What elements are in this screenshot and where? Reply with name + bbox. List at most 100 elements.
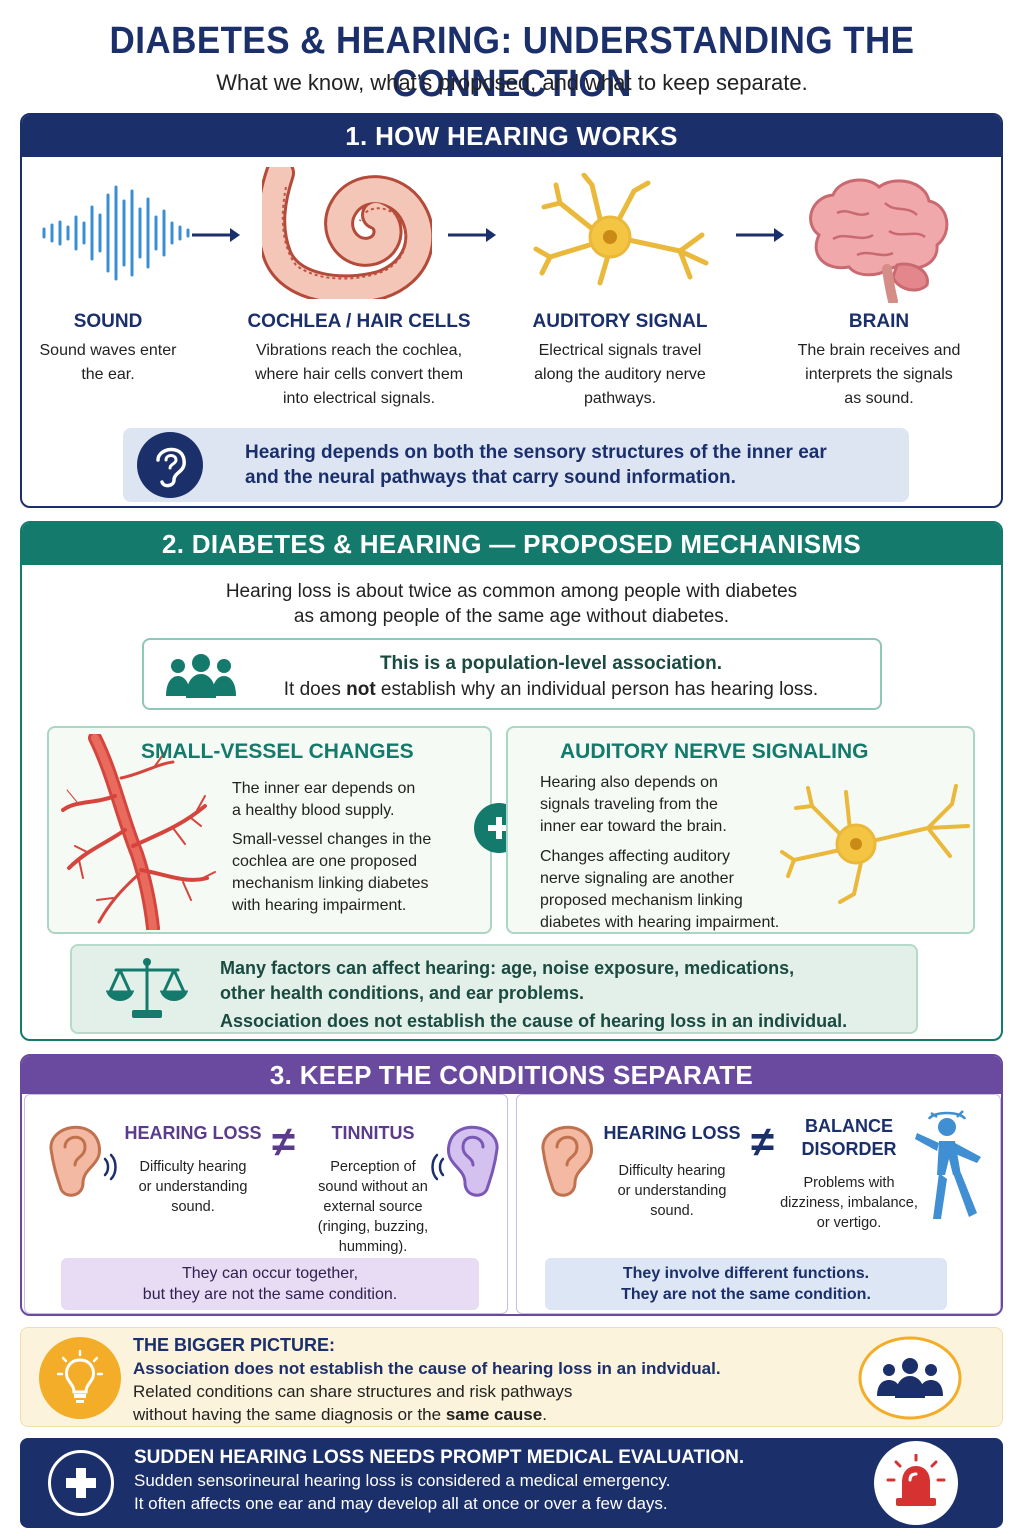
small-vessel-p1: The inner ear depends on a healthy blood… xyxy=(232,778,415,822)
population-text: This is a population-level association. … xyxy=(236,651,866,703)
step-auditory-line: Electrical signals travel xyxy=(538,342,702,359)
scale-balance-icon xyxy=(106,958,188,1018)
step-brain-title: BRAIN xyxy=(848,311,910,332)
section-keep-separate: 3. KEEP THE CONDITIONS SEPARATE HEARING … xyxy=(20,1054,1003,1316)
cochlea-icon xyxy=(262,167,432,299)
hearing-vs-balance: HEARING LOSS Difficulty hearing or under… xyxy=(516,1094,1001,1314)
step-brain-desc: The brain receives and interprets the si… xyxy=(770,339,988,411)
step-cochlea-line: Vibrations reach the cochlea, xyxy=(255,342,463,359)
tinnitus-desc: Perception of sound without an external … xyxy=(307,1157,439,1257)
tinnitus-title: TINNITUS xyxy=(331,1123,415,1143)
cond-line: or understanding xyxy=(138,1179,248,1195)
section1-heading: 1. HOW HEARING WORKS xyxy=(22,115,1001,157)
cond-line: Perception of xyxy=(330,1159,416,1175)
bigger-picture-line: without having the same diagnosis or the… xyxy=(133,1403,721,1426)
hearing-loss-title: HEARING LOSS xyxy=(603,1123,741,1143)
step-brain-line: The brain receives and xyxy=(797,342,961,359)
cond-line: or vertigo. xyxy=(816,1215,882,1231)
tinnitus-note: They can occur together, but they are no… xyxy=(61,1258,479,1310)
cond-line: or understanding xyxy=(617,1183,727,1199)
hearing-loss-title: HEARING LOSS xyxy=(124,1123,262,1143)
mech-line: cochlea are one proposed xyxy=(232,853,418,870)
blood-vessel-icon xyxy=(61,734,216,930)
bigger-picture-line: Related conditions can share structures … xyxy=(133,1382,573,1401)
hearing-loss-desc: Difficulty hearing or understanding soun… xyxy=(603,1161,741,1221)
lead-line: as among people of the same age without … xyxy=(293,606,730,627)
step-auditory-desc: Electrical signals travel along the audi… xyxy=(498,339,742,411)
step-auditory-title: AUDITORY SIGNAL xyxy=(532,311,708,332)
section-proposed-mechanisms: 2. DIABETES & HEARING — PROPOSED MECHANI… xyxy=(20,521,1003,1041)
population-post: establish why an individual person has h… xyxy=(375,679,819,700)
balance-disorder-desc: Problems with dizziness, imbalance, or v… xyxy=(773,1173,925,1233)
hearing-loss-desc: Difficulty hearing or understanding soun… xyxy=(123,1157,263,1217)
group-people-icon xyxy=(858,1336,962,1420)
step-auditory-line: along the auditory nerve xyxy=(534,366,706,383)
step-auditory-signal: AUDITORY SIGNAL Electrical signals trave… xyxy=(498,311,742,411)
section2-heading: 2. DIABETES & HEARING — PROPOSED MECHANI… xyxy=(22,523,1001,565)
arrow-right-icon xyxy=(736,228,784,242)
cond-line: humming). xyxy=(338,1239,408,1255)
mech-line: proposed mechanism linking xyxy=(540,892,743,909)
sudden-text: SUDDEN HEARING LOSS NEEDS PROMPT MEDICAL… xyxy=(134,1446,744,1515)
medical-plus-icon xyxy=(48,1450,114,1516)
step-sound-line: Sound waves enter xyxy=(39,342,177,359)
bigger-picture-text: THE BIGGER PICTURE: Association does not… xyxy=(133,1334,721,1426)
note-line: They involve different functions. xyxy=(622,1265,870,1282)
factors-line: Many factors can affect hearing: age, no… xyxy=(220,958,795,978)
tinnitus-ear-icon xyxy=(431,1125,499,1197)
cond-line: Difficulty hearing xyxy=(139,1159,247,1175)
cond-line: sound. xyxy=(650,1203,694,1219)
step-brain-line: as sound. xyxy=(844,390,914,407)
ear-icon xyxy=(137,432,203,498)
balance-title-line: BALANCE xyxy=(805,1116,893,1136)
mech-line: with hearing impairment. xyxy=(232,897,407,914)
note-line: They can occur together, xyxy=(181,1265,359,1282)
balance-title-line: DISORDER xyxy=(801,1139,897,1159)
population-bold: This is a population-level association. xyxy=(379,653,723,674)
hearing-callout-text: Hearing depends on both the sensory stru… xyxy=(245,440,827,490)
lead-line: Hearing loss is about twice as common am… xyxy=(225,581,798,602)
step-sound: SOUND Sound waves enter the ear. xyxy=(22,311,194,387)
mech-line: Hearing also depends on xyxy=(540,774,718,791)
balance-note: They involve different functions. They a… xyxy=(545,1258,947,1310)
bp-line3-post: . xyxy=(542,1405,547,1424)
small-vessel-title: SMALL-VESSEL CHANGES xyxy=(141,740,414,763)
sound-wave-icon xyxy=(42,185,190,281)
factors-line: other health conditions, and ear problem… xyxy=(220,983,585,1003)
population-pre: It does xyxy=(283,679,347,700)
auditory-nerve-p1: Hearing also depends on signals travelin… xyxy=(540,772,727,838)
dizzy-person-icon xyxy=(915,1110,981,1219)
population-line: It does not establish why an individual … xyxy=(236,677,866,703)
step-auditory-line: pathways. xyxy=(583,390,657,407)
bigger-picture-bold: Association does not establish the cause… xyxy=(133,1359,721,1378)
cond-line: sound without an xyxy=(318,1179,428,1195)
step-brain-line: interprets the signals xyxy=(805,366,953,383)
step-sound-title: SOUND xyxy=(73,311,143,332)
step-cochlea-desc: Vibrations reach the cochlea, where hair… xyxy=(218,339,500,411)
step-sound-line: the ear. xyxy=(81,366,135,383)
not-equal-icon: ≠ xyxy=(751,1118,775,1165)
ear-icon xyxy=(541,1125,593,1197)
step-sound-desc: Sound waves enter the ear. xyxy=(22,339,194,387)
arrow-right-icon xyxy=(192,228,240,242)
mech-line: Small-vessel changes in the xyxy=(232,831,432,848)
cond-line: (ringing, buzzing, xyxy=(317,1219,429,1235)
section2-lead: Hearing loss is about twice as common am… xyxy=(22,579,1001,629)
page-subtitle: What we know, what’s proposed, and what … xyxy=(216,70,808,95)
small-vessel-card: SMALL-VESSEL CHANGES The inner ear depen… xyxy=(47,726,492,934)
section3-heading: 3. KEEP THE CONDITIONS SEPARATE xyxy=(22,1056,1001,1094)
note-line: They are not the same condition. xyxy=(621,1286,871,1303)
step-cochlea-title: COCHLEA / HAIR CELLS xyxy=(247,311,471,332)
population-association-box: This is a population-level association. … xyxy=(142,638,882,710)
sudden-heading: SUDDEN HEARING LOSS NEEDS PROMPT MEDICAL… xyxy=(134,1447,745,1468)
neuron-icon xyxy=(533,173,709,286)
mech-line: nerve signaling are another xyxy=(540,870,734,887)
sudden-hearing-loss-banner: SUDDEN HEARING LOSS NEEDS PROMPT MEDICAL… xyxy=(20,1438,1003,1528)
note-line: but they are not the same condition. xyxy=(142,1286,398,1303)
hearing-callout: Hearing depends on both the sensory stru… xyxy=(123,428,909,502)
mech-line: signals traveling from the xyxy=(540,796,718,813)
callout-line: Hearing depends on both the sensory stru… xyxy=(245,442,827,463)
auditory-nerve-p2: Changes affecting auditory nerve signali… xyxy=(540,846,779,934)
mech-line: diabetes with hearing impairment. xyxy=(540,914,780,931)
neuron-icon xyxy=(780,784,970,904)
